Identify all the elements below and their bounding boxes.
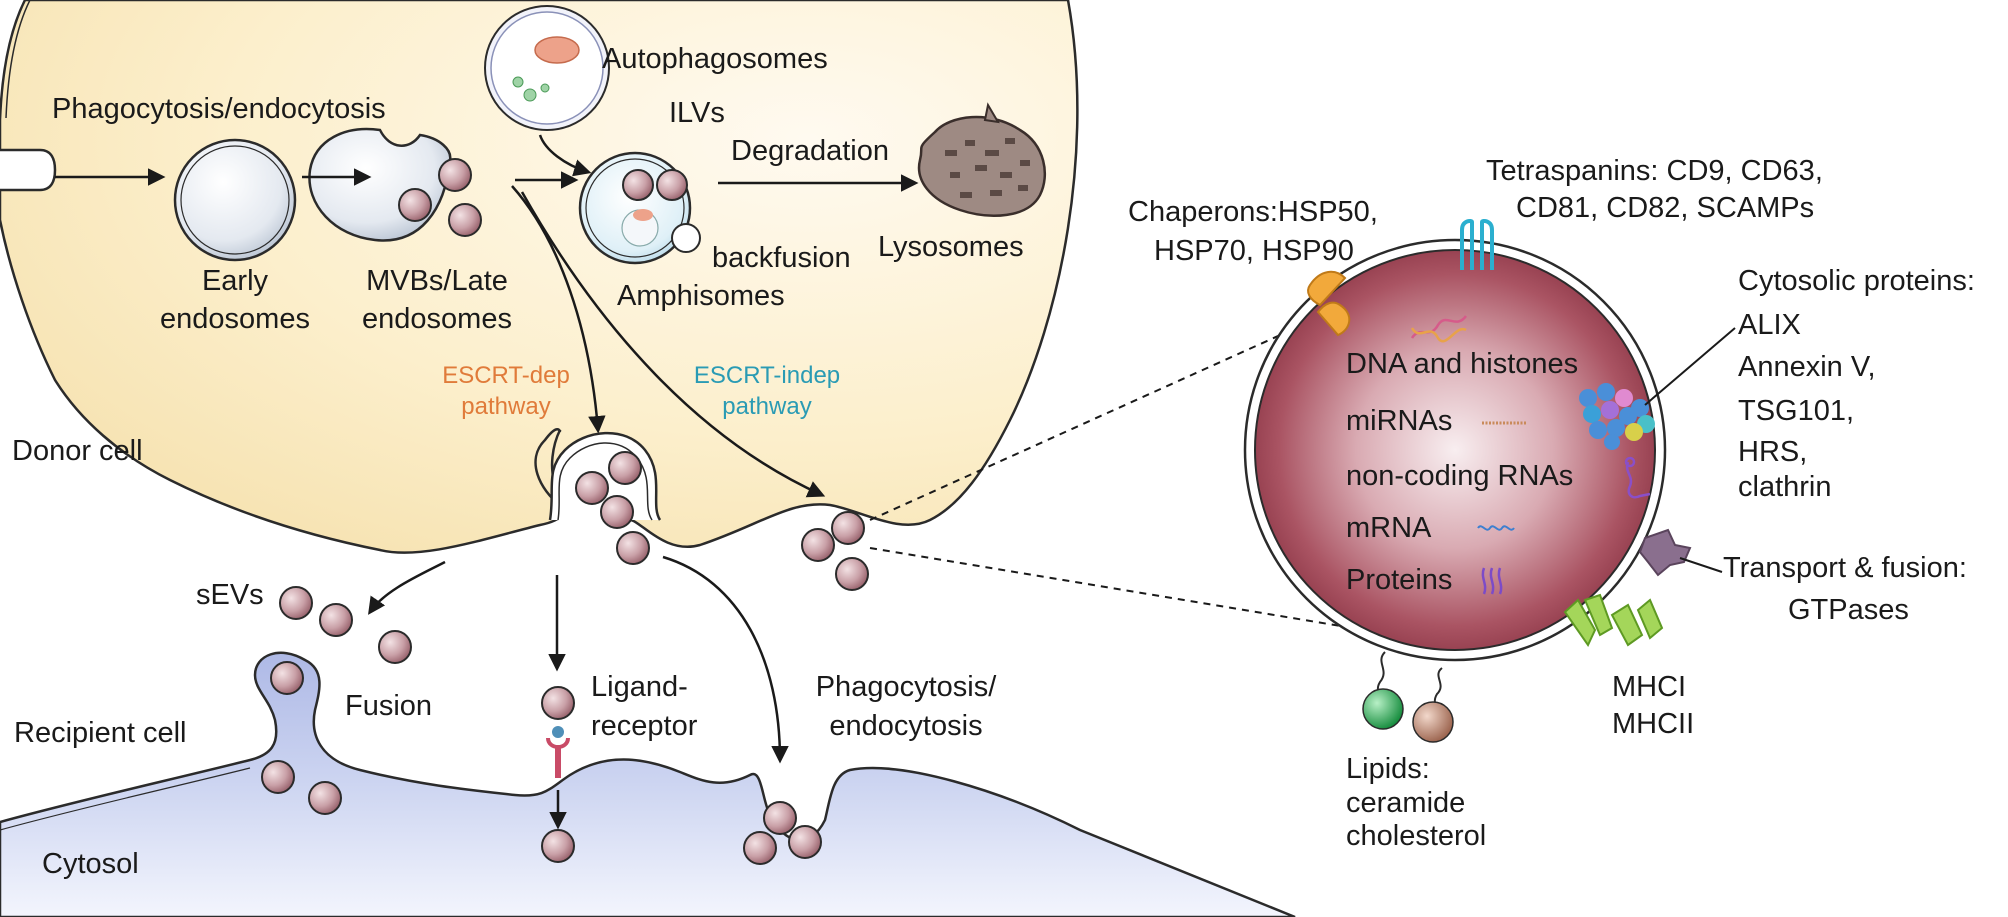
label-ligand-2: receptor — [591, 710, 698, 742]
mrna-icon — [1477, 525, 1515, 531]
label-phago-bottom-1: Phagocytosis/ — [816, 671, 997, 703]
label-proteins: Proteins — [1346, 564, 1452, 596]
autophagosome — [484, 5, 610, 131]
label-lipids-1: Lipids: — [1346, 753, 1430, 785]
phagocytosis-vesicles — [743, 801, 822, 865]
mvb-late-endosome — [308, 127, 482, 242]
label-escrt-indep-2: pathway — [722, 393, 811, 420]
label-chaperons-1: Chaperons:HSP50, — [1128, 196, 1378, 228]
label-cytosolic-2: ALIX — [1738, 309, 1801, 341]
right-labels: Tetraspanins: CD9, CD63, CD81, CD82, SCA… — [1128, 155, 1975, 852]
lysosome — [917, 102, 1047, 217]
tetraspanin-icon — [1460, 219, 1494, 270]
ligand-receptor — [541, 686, 575, 863]
label-degradation: Degradation — [731, 135, 889, 167]
exosome-detail — [1243, 238, 1667, 662]
label-amphisomes: Amphisomes — [617, 280, 785, 312]
pathway-arrows — [55, 134, 919, 830]
label-cytosolic-5: HRS, — [1738, 436, 1807, 468]
label-cytosol: Cytosol — [42, 848, 139, 880]
recipient-cell — [0, 651, 1296, 917]
released-exosomes — [801, 511, 869, 591]
label-phagocytosis-top: Phagocytosis/endocytosis — [52, 93, 386, 125]
label-tetraspanins-2: CD81, CD82, SCAMPs — [1516, 192, 1814, 224]
sevs-vesicles — [261, 586, 412, 815]
ncrna-icon — [1624, 456, 1651, 499]
zoom-lines — [869, 317, 1426, 641]
label-transport-1: Transport & fusion: — [1723, 552, 1967, 584]
label-escrt-dep-1: ESCRT-dep — [442, 362, 570, 389]
label-mvb-2: endosomes — [362, 303, 512, 335]
histone-cluster-icon — [1579, 383, 1655, 450]
label-donor-cell: Donor cell — [12, 435, 143, 467]
label-cytosolic-1: Cytosolic proteins: — [1738, 265, 1975, 297]
label-mirnas: miRNAs — [1346, 405, 1452, 437]
label-backfusion: backfusion — [712, 242, 851, 274]
label-autophagosomes: Autophagosomes — [602, 43, 828, 75]
label-lipids-2: ceramide — [1346, 787, 1465, 819]
mhc-icon — [1563, 593, 1664, 647]
label-mvb-1: MVBs/Late — [366, 265, 508, 297]
label-mrna: mRNA — [1346, 512, 1432, 544]
label-mhc-2: MHCII — [1612, 708, 1694, 740]
amphisome — [578, 151, 701, 265]
label-cytosolic-4: TSG101, — [1738, 395, 1854, 427]
label-cytosolic-3: Annexin V, — [1738, 351, 1876, 383]
label-ilvs: ILVs — [669, 97, 725, 129]
label-sevs: sEVs — [196, 579, 264, 611]
dna-icon — [1410, 315, 1468, 343]
label-recipient-cell: Recipient cell — [14, 717, 186, 749]
label-lysosomes: Lysosomes — [878, 231, 1024, 263]
donor-cell — [0, 0, 1079, 554]
leader-lines — [1644, 327, 1736, 573]
lipid-ceramide-icon — [1362, 651, 1404, 730]
label-early-1: Early — [202, 265, 269, 297]
label-fusion: Fusion — [345, 690, 432, 722]
lipid-cholesterol-icon — [1412, 667, 1454, 743]
label-lipids-3: cholesterol — [1346, 820, 1486, 852]
left-labels: Phagocytosis/endocytosis Early endosomes… — [12, 43, 1024, 880]
early-endosome — [173, 138, 297, 262]
label-escrt-dep-2: pathway — [461, 393, 550, 420]
label-ncrnas: non-coding RNAs — [1346, 460, 1573, 492]
label-phago-bottom-2: endocytosis — [829, 710, 982, 742]
label-transport-2: GTPases — [1788, 594, 1909, 626]
label-early-2: endosomes — [160, 303, 310, 335]
gtpase-icon — [1638, 528, 1692, 577]
chaperone-icon — [1307, 270, 1351, 337]
label-ligand-1: Ligand- — [591, 671, 688, 703]
label-escrt-indep-1: ESCRT-indep — [694, 362, 840, 389]
budding-vesicles — [575, 451, 650, 565]
label-tetraspanins-1: Tetraspanins: CD9, CD63, — [1486, 155, 1823, 187]
label-cytosolic-6: clathrin — [1738, 471, 1832, 503]
label-chaperons-2: HSP70, HSP90 — [1154, 235, 1354, 267]
label-dna: DNA and histones — [1346, 348, 1578, 380]
protein-icon — [1481, 567, 1503, 595]
label-mhc-1: MHCI — [1612, 671, 1686, 703]
